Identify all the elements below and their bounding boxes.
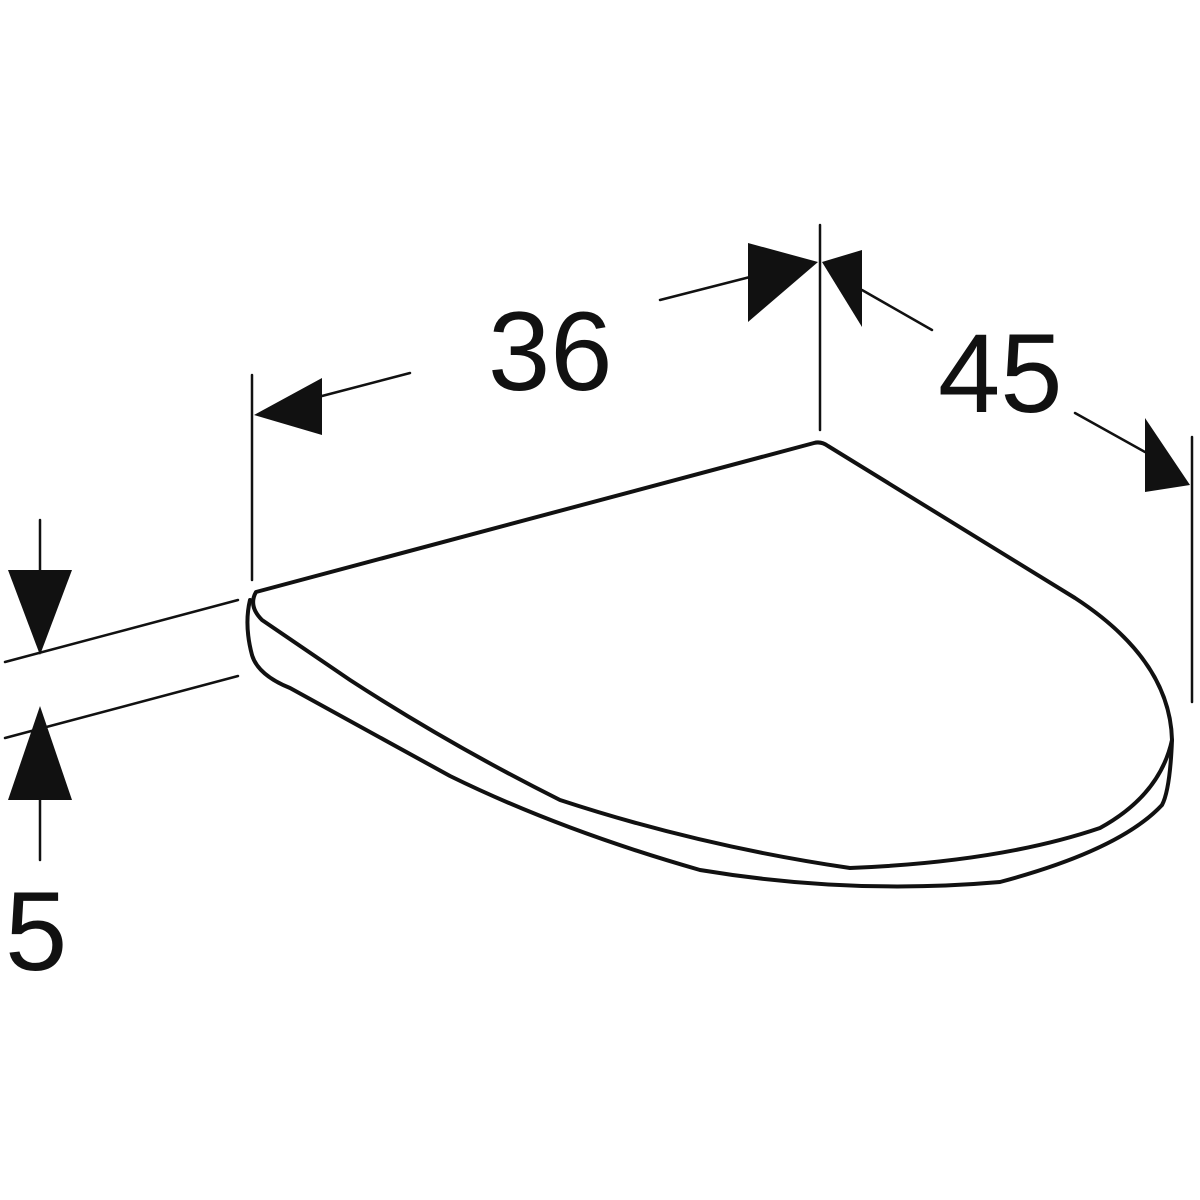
thickness-label: 5 [5, 869, 67, 994]
arrow-right-icon [748, 243, 818, 322]
dimension-length: 36 [254, 243, 818, 435]
dimension-thickness: 5 [5, 518, 72, 994]
dimension-width: 45 [822, 250, 1190, 492]
arrow-left-icon [822, 250, 862, 327]
length-label: 36 [488, 289, 613, 414]
arrow-left-icon [254, 378, 322, 435]
arrow-down-icon [8, 570, 72, 655]
width-label: 45 [938, 311, 1063, 436]
arrow-up-icon [8, 706, 72, 800]
seat-side-edge [245, 598, 1174, 889]
arrow-right-icon [1145, 418, 1190, 492]
seat-outline [245, 440, 1174, 889]
seat-top-surface [251, 440, 1174, 870]
